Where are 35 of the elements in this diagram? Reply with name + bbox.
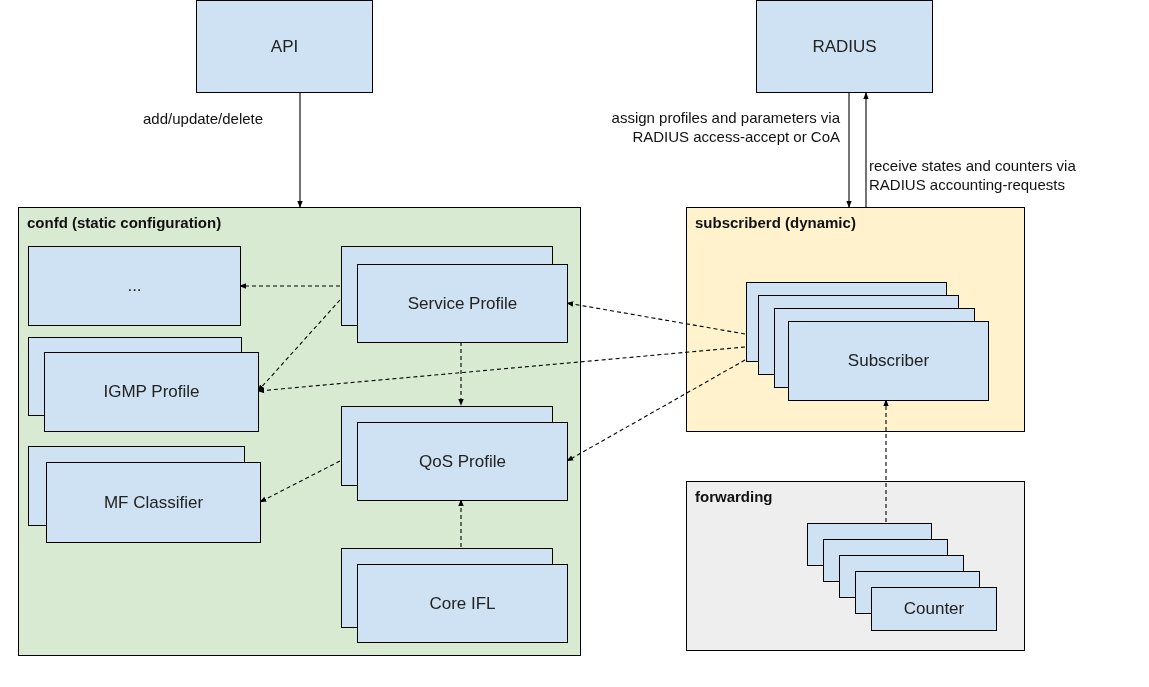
- arrow: [297, 92, 303, 208]
- dashed-arrow: [259, 460, 341, 503]
- process-box: Core IFL: [357, 564, 568, 643]
- process-box: RADIUS: [756, 0, 933, 93]
- group-title: forwarding: [695, 488, 773, 505]
- card-stack-drawing: [746, 282, 989, 401]
- process-box: MF Classifier: [46, 462, 261, 543]
- group-title: subscriberd (dynamic): [695, 214, 856, 231]
- process-box: QoS Profile: [357, 422, 568, 501]
- dashed-arrow: [239, 283, 341, 289]
- card-stack-drawing: [28, 446, 261, 543]
- process-box: Counter: [871, 587, 997, 631]
- process-box: Service Profile: [357, 264, 568, 343]
- card-stack-drawing: [341, 548, 568, 643]
- process-box: Subscriber: [788, 321, 989, 401]
- group-container: [18, 207, 581, 656]
- arrow: [863, 92, 869, 208]
- group-container: [686, 481, 1025, 651]
- dashed-arrow: [566, 359, 746, 462]
- card-stack-drawing: [341, 406, 568, 501]
- dashed-arrow: [458, 499, 464, 548]
- arrow: [846, 92, 852, 208]
- process-box: API: [196, 0, 373, 93]
- process-box: ...: [28, 246, 241, 326]
- card-stack-drawing: [341, 246, 568, 343]
- card-stack-drawing: [28, 337, 259, 432]
- dashed-arrow: [458, 341, 464, 406]
- dashed-arrow: [566, 301, 746, 335]
- group-container: [686, 207, 1025, 432]
- group-title: confd (static configuration): [27, 214, 222, 231]
- card-stack-drawing: [807, 523, 997, 631]
- process-box: IGMP Profile: [44, 352, 259, 432]
- dashed-arrow: [257, 299, 341, 392]
- dashed-arrow: [257, 346, 746, 394]
- dashed-arrow: [883, 399, 889, 523]
